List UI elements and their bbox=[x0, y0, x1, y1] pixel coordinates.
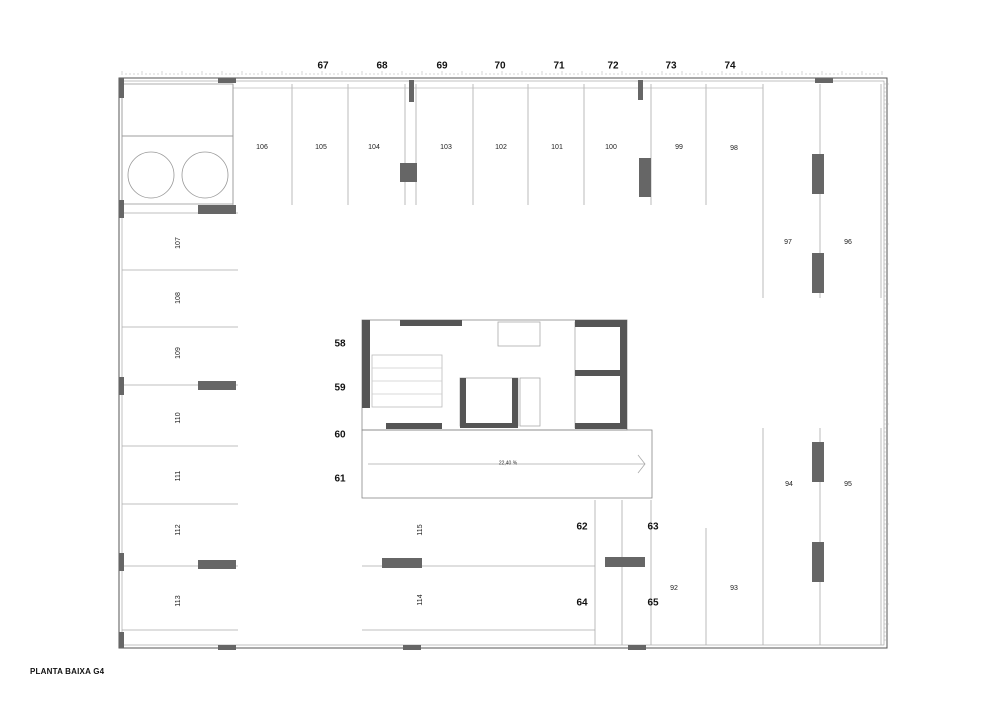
column-number: 64 bbox=[576, 598, 588, 609]
parking-spot: 98 bbox=[730, 145, 738, 152]
dimension-ticks-right bbox=[884, 83, 889, 641]
parking-spot: 114 bbox=[417, 594, 424, 605]
column-number: 65 bbox=[647, 598, 659, 609]
column-number: 72 bbox=[607, 61, 619, 72]
parking-spot: 115 bbox=[417, 524, 424, 535]
parking-spot: 95 bbox=[844, 481, 852, 488]
parking-spot: 112 bbox=[175, 524, 182, 535]
parking-spot: 111 bbox=[175, 471, 182, 482]
parking-spot: 97 bbox=[784, 239, 792, 246]
column-number: 63 bbox=[647, 522, 659, 533]
parking-spot: 96 bbox=[844, 239, 852, 246]
column-number: 69 bbox=[436, 61, 448, 72]
drawing-title: PLANTA BAIXA G4 bbox=[30, 667, 105, 676]
parking-spot: 106 bbox=[256, 144, 268, 151]
parking-spot: 104 bbox=[368, 144, 380, 151]
structural-columns bbox=[119, 78, 833, 650]
parking-spot: 101 bbox=[551, 144, 563, 151]
parking-spot: 93 bbox=[730, 585, 738, 592]
column-number: 70 bbox=[494, 61, 506, 72]
parking-spot: 103 bbox=[440, 144, 452, 151]
parking-spot: 109 bbox=[175, 347, 182, 359]
parking-spot: 105 bbox=[315, 144, 327, 151]
parking-spot: 94 bbox=[785, 481, 793, 488]
parking-spot: 92 bbox=[670, 585, 678, 592]
column-number: 68 bbox=[376, 61, 388, 72]
column-number: 59 bbox=[334, 383, 346, 394]
ramp-slope-label: 22,40 % bbox=[499, 460, 518, 466]
column-number: 58 bbox=[334, 339, 346, 350]
left-column-dividers bbox=[122, 212, 238, 631]
column-numbers: 67 68 69 70 71 72 73 74 58 59 60 61 62 6… bbox=[317, 61, 736, 609]
column-number: 73 bbox=[665, 61, 677, 72]
column-number: 74 bbox=[724, 61, 736, 72]
parking-spot: 102 bbox=[495, 144, 507, 151]
parking-spot: 107 bbox=[175, 237, 182, 249]
top-row-dividers bbox=[232, 84, 882, 298]
parking-spot-numbers: 106 105 104 103 102 101 100 99 98 97 96 … bbox=[175, 144, 852, 607]
column-number: 60 bbox=[334, 430, 346, 441]
parking-spot: 108 bbox=[175, 292, 182, 304]
column-number: 67 bbox=[317, 61, 329, 72]
right-lower-dividers bbox=[650, 428, 882, 645]
column-number: 71 bbox=[553, 61, 565, 72]
column-number: 62 bbox=[576, 522, 588, 533]
core-walls bbox=[362, 320, 627, 429]
parking-spot: 110 bbox=[175, 412, 182, 423]
parking-spot: 100 bbox=[605, 144, 617, 151]
outer-walls bbox=[118, 77, 888, 649]
service-room bbox=[121, 83, 234, 205]
parking-spot: 99 bbox=[675, 144, 683, 151]
column-number: 61 bbox=[334, 474, 346, 485]
central-core bbox=[361, 319, 653, 499]
dimension-ticks-top bbox=[121, 71, 883, 75]
parking-spot: 113 bbox=[175, 595, 182, 606]
